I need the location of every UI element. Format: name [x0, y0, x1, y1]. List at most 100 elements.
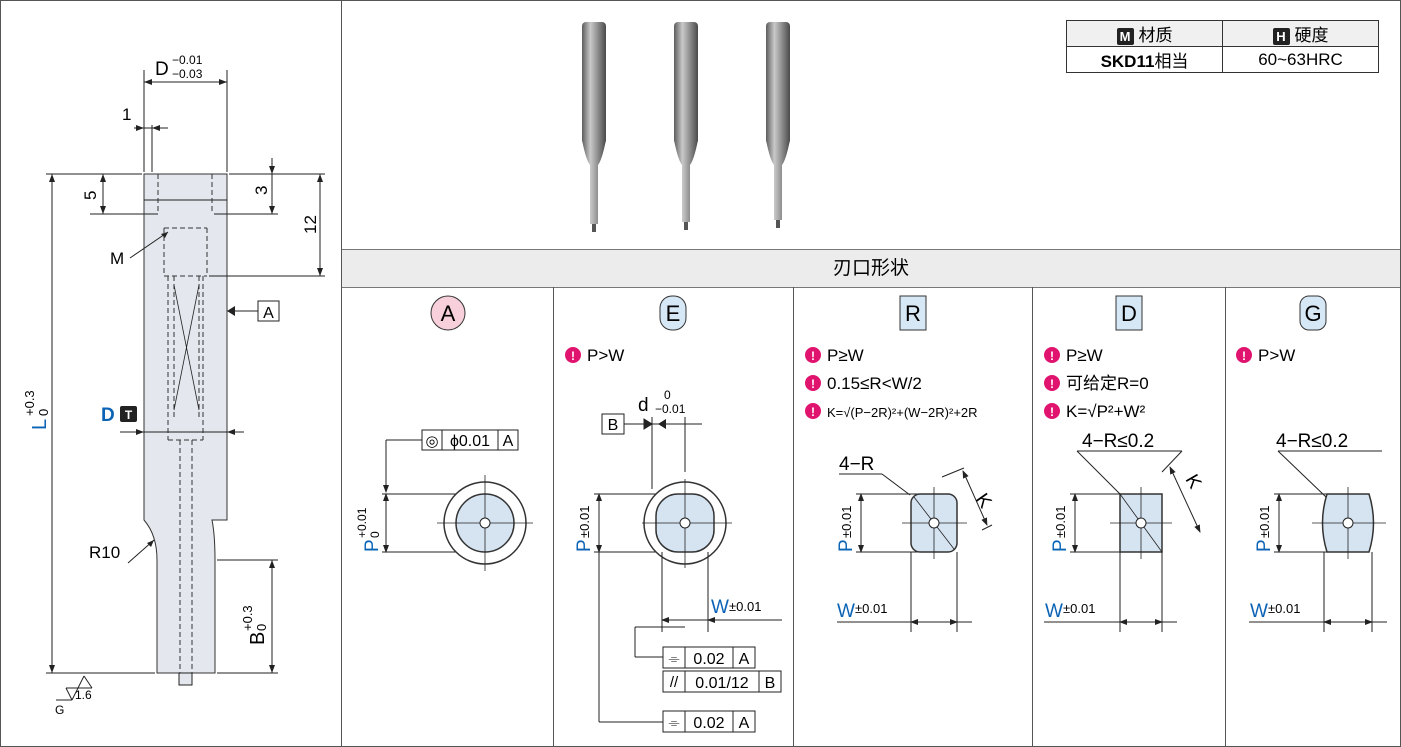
dim-p-upper-tol: +0.01 — [355, 507, 369, 538]
punch-drawing: A D −0.01 −0.03 1 5 3 12 M L +0.3 0 D T … — [22, 53, 325, 717]
note-r-3: ! K=√(P−2R)²+(W−2R)²+2R — [805, 403, 978, 420]
svg-text:!: ! — [1050, 405, 1054, 419]
symmetry-frame-2: ⌯ 0.02 A — [662, 710, 756, 733]
material-value-cell: SKD11相当 — [1066, 46, 1223, 73]
symmetry-value: 0.02 — [693, 651, 724, 668]
dim-1-label: 1 — [122, 105, 131, 124]
badge-d-label: D — [1121, 301, 1137, 326]
badge-e-label: E — [666, 301, 681, 326]
datum-a-label: A — [263, 305, 274, 322]
dim-w-tol: ±0.01 — [729, 599, 761, 614]
shape-panel-e: E ! P>W d 0 −0.01 B — [565, 295, 782, 733]
divider-left — [341, 0, 342, 747]
dim-d-small-upper-tol: 0 — [664, 388, 671, 402]
badge-g-label: G — [1304, 301, 1321, 326]
svg-text:!: ! — [811, 405, 815, 419]
dim-l-upper-tol: +0.3 — [22, 390, 37, 416]
note-r-1-text: P≥W — [827, 346, 864, 365]
t-icon — [120, 406, 137, 422]
dim-12-label: 12 — [301, 215, 320, 234]
note-r-3-text: K=√(P−2R)²+(W−2R)²+2R — [827, 405, 978, 420]
note-d-1: ! P≥W — [1044, 346, 1103, 365]
dim-p-d: P ±0.01 — [1050, 506, 1071, 552]
datum-a-box — [257, 300, 280, 322]
badge-a-label: A — [441, 301, 456, 326]
shape-panel-a: A ◎ ϕ0.01 A P +0.01 0 — [355, 295, 533, 571]
divider-d — [1032, 287, 1033, 747]
dim-p-label: P — [362, 539, 383, 552]
dim-b: B +0.3 0 — [240, 605, 269, 645]
badge-g — [1299, 295, 1327, 331]
dim-p-a: P +0.01 0 — [355, 507, 383, 552]
badge-r — [899, 295, 927, 331]
shape-panel-g: G ! P>W 4−R≤0.2 W ±0.01 P ±0.01 — [1236, 295, 1387, 632]
dim-k-label-r: K — [971, 490, 996, 513]
parallel-value: 0.01/12 — [695, 675, 748, 692]
dim-b-upper-tol: +0.3 — [240, 605, 255, 631]
dim-d-upper-tol: −0.01 — [172, 53, 203, 67]
radius-label-d: 4−R≤0.2 — [1082, 431, 1154, 452]
dim-5-label: 5 — [81, 191, 100, 200]
symmetry-icon: ⌯ — [668, 714, 679, 730]
concentricity-datum: A — [503, 433, 514, 450]
note-d-3: ! K=√P²+W² — [1044, 402, 1146, 421]
dim-p-r: P ±0.01 — [836, 506, 857, 552]
note-d-2: ! 可给定R=0 — [1044, 374, 1149, 393]
material-icon: M — [1116, 28, 1134, 46]
symmetry-value: 0.02 — [693, 715, 724, 732]
note-g-1-text: P>W — [1258, 346, 1295, 365]
radius-r10-label: R10 — [89, 543, 120, 562]
punch-photos — [582, 22, 790, 232]
hardness-value-cell: 60~63HRC — [1222, 46, 1379, 73]
dim-p-tol: ±0.01 — [839, 506, 854, 538]
note-r-2: ! 0.15≤R<W/2 — [805, 374, 922, 393]
dim-k-label-d: K — [1181, 471, 1206, 493]
dim-d-label: D — [155, 59, 169, 80]
dim-d-lower-tol: −0.03 — [172, 67, 203, 81]
dim-p-tol: ±0.01 — [1257, 506, 1272, 538]
note-d-2-text: 可给定R=0 — [1066, 374, 1149, 393]
dim-p-label: P — [1050, 539, 1071, 552]
divider-g — [1225, 287, 1226, 747]
dim-3-label: 3 — [252, 186, 271, 195]
datum-b-label: B — [608, 417, 619, 434]
dim-p-e: P ±0.01 — [574, 506, 595, 552]
punch-photo-2 — [674, 22, 698, 230]
dim-p-tol: ±0.01 — [1053, 506, 1068, 538]
symmetry-icon: ⌯ — [668, 650, 679, 666]
note-e-1: P>W — [587, 346, 624, 365]
dim-b-lower-tol: 0 — [254, 624, 269, 631]
dim-w-tol: ±0.01 — [1268, 601, 1300, 616]
shape-panel-r: R ! P≥W ! 0.15≤R<W/2 ! K=√(P−2R)²+(W−2R)… — [805, 295, 996, 632]
svg-text:!: ! — [571, 349, 575, 363]
dim-p-lower-tol: 0 — [368, 531, 382, 538]
radius-label-r: 4−R — [839, 454, 874, 475]
concentricity-icon: ◎ — [425, 433, 438, 450]
dim-l-label: L — [29, 419, 51, 430]
svg-text:!: ! — [811, 349, 815, 363]
note-d-3-text: K=√P²+W² — [1066, 402, 1146, 421]
dim-p-tol: ±0.01 — [577, 506, 592, 538]
section-header: 刃口形状 — [342, 249, 1400, 288]
note-r-1: ! P≥W — [805, 346, 864, 365]
dim-w-tol: ±0.01 — [1063, 601, 1095, 616]
parallel-icon: // — [670, 674, 679, 691]
symmetry-datum: A — [739, 715, 750, 732]
dim-l-lower-tol: 0 — [36, 409, 51, 416]
parallel-datum: B — [765, 675, 776, 692]
note-r-2-text: 0.15≤R<W/2 — [827, 374, 922, 393]
svg-text:!: ! — [811, 377, 815, 391]
t-icon-label: T — [125, 408, 133, 422]
dim-w-label: W — [837, 601, 855, 622]
dim-w-tol: ±0.01 — [855, 601, 887, 616]
dim-p-label: P — [836, 539, 857, 552]
badge-e — [659, 295, 687, 331]
punch-body — [143, 173, 228, 674]
dim-d-small-label: d — [638, 395, 649, 416]
punch-photo-3 — [766, 22, 790, 228]
svg-text:!: ! — [1050, 349, 1054, 363]
hardness-icon: H — [1272, 28, 1290, 46]
svg-text:!: ! — [1242, 349, 1246, 363]
dim-p-g: P ±0.01 — [1254, 506, 1275, 552]
